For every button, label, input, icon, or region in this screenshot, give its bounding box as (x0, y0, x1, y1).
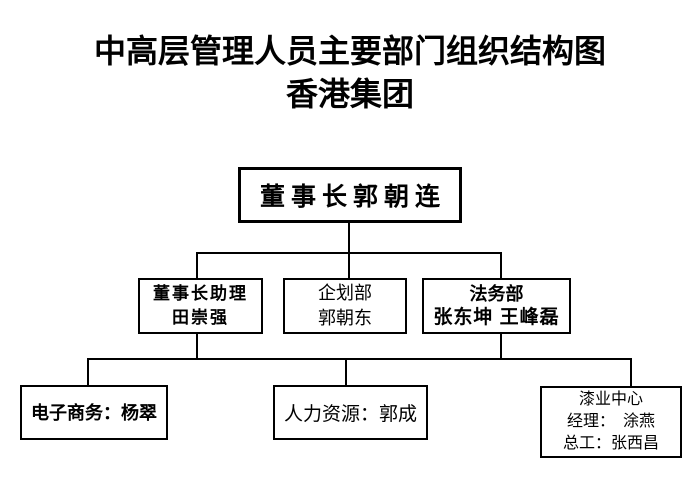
org-box-ecommerce: 电子商务：杨翠 (20, 385, 168, 440)
paint-center-manager-label: 经理： 涂燕 (566, 413, 655, 430)
planning-name-label: 郭朝东 (318, 308, 372, 328)
ecommerce-label: 电子商务：杨翠 (31, 402, 157, 423)
paint-center-engineer-label: 总工：张西昌 (562, 435, 659, 452)
connector-drop-paint-center (630, 358, 632, 386)
org-box-human-resources: 人力资源：郭成 (273, 385, 428, 440)
connector-level3-horizontal (87, 358, 632, 360)
connector-legal-down (500, 334, 502, 358)
org-box-paint-center: 漆业中心 经理： 涂燕 总工：张西昌 (540, 386, 682, 458)
legal-names-label: 张东坤 王峰磊 (433, 307, 560, 328)
page-title: 中高层管理人员主要部门组织结构图 香港集团 (0, 30, 700, 116)
org-box-legal-dept: 法务部 张东坤 王峰磊 (422, 278, 571, 334)
connector-drop-ecommerce (87, 358, 89, 385)
connector-drop-planning (348, 252, 350, 278)
title-line-1: 中高层管理人员主要部门组织结构图 (93, 33, 606, 69)
legal-dept-label: 法务部 (469, 284, 524, 304)
chairman-label: 董事长郭朝连 (259, 183, 446, 211)
assistant-dept-label: 董事长助理 (153, 284, 248, 303)
assistant-name-label: 田崇强 (172, 308, 229, 327)
connector-drop-hr (345, 358, 347, 385)
hr-label: 人力资源：郭成 (283, 404, 417, 425)
org-box-planning-dept: 企划部 郭朝东 (283, 278, 407, 334)
title-line-2: 香港集团 (285, 76, 414, 112)
connector-drop-assistant (196, 252, 198, 278)
connector-drop-legal (500, 252, 502, 278)
org-box-chairman: 董事长郭朝连 (238, 167, 462, 223)
planning-dept-label: 企划部 (318, 283, 372, 303)
connector-root-down (348, 223, 350, 252)
paint-center-label: 漆业中心 (578, 391, 643, 408)
connector-assistant-down (196, 334, 198, 358)
org-box-chairman-assistant: 董事长助理 田崇强 (138, 278, 263, 334)
